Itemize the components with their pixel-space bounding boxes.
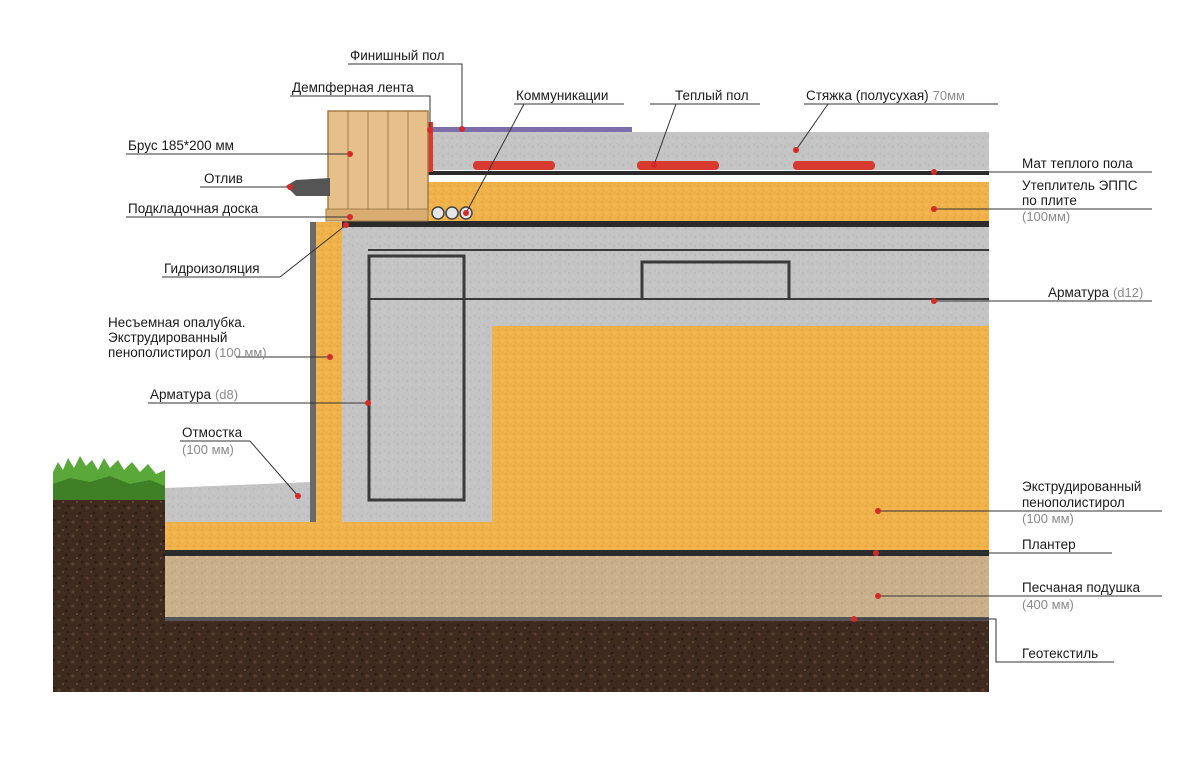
drip-flashing (286, 178, 330, 196)
label-planter: Плантер (1022, 537, 1076, 552)
heating-pipe (793, 161, 875, 170)
label-finish-floor: Финишный пол (350, 48, 444, 63)
label-communications: Коммуникации (516, 88, 608, 103)
rebar-d12-frame (640, 260, 791, 299)
label-formwork-line1: Несъемная опалубка. (108, 315, 246, 330)
label-formwork-line2: Экструдированный (108, 330, 227, 345)
sill-board (325, 208, 429, 222)
label-xps-line1: Экструдированный (1022, 479, 1141, 494)
label-sill-board: Подкладочная доска (128, 201, 259, 216)
label-rebar-d8-text: Арматура (150, 387, 211, 402)
label-screed-text: Стяжка (полусухая) (806, 88, 929, 103)
label-epps-line2: по плите (1022, 193, 1077, 208)
label-xps-size: (100 мм) (1022, 511, 1074, 526)
label-formwork-size: (100 мм) (215, 345, 267, 360)
label-blind-area: Отмостка (182, 425, 243, 440)
label-epps-line1: Утеплитель ЭППС (1022, 178, 1138, 193)
heating-mat-white (428, 175, 989, 181)
heating-mat-layer (428, 171, 989, 175)
waterproofing-layer (342, 221, 989, 227)
label-rebar-d12: Арматура (d12) (1048, 285, 1143, 300)
label-formwork-line3-text: пенополистирол (108, 345, 211, 360)
heating-pipe (637, 161, 719, 170)
grass-dark (53, 476, 165, 500)
communication-pipe (431, 206, 445, 220)
label-waterproofing: Гидроизоляция (164, 261, 260, 276)
damper-tape (428, 122, 433, 172)
formwork-dark-edge (310, 222, 316, 522)
xps-main-block (492, 326, 989, 522)
label-blind-area-size: (100 мм) (182, 442, 234, 457)
label-rebar-d8: Арматура (d8) (150, 387, 238, 402)
label-xps-line2: пенополистирол (1022, 495, 1125, 510)
communication-pipe (445, 206, 459, 220)
label-drip: Отлив (204, 171, 243, 186)
label-rebar-d12-text: Арматура (1048, 285, 1109, 300)
label-rebar-d8-size: (d8) (215, 387, 238, 402)
rebar-d8-stirrup (367, 254, 466, 502)
sand-cushion-layer (165, 556, 989, 618)
label-damper-tape: Демпферная лента (292, 80, 414, 95)
label-screed: Стяжка (полусухая) 70мм (806, 88, 965, 103)
label-warm-floor: Теплый пол (675, 88, 749, 103)
finish-floor-layer (432, 127, 632, 132)
blind-area-concrete (165, 482, 310, 522)
label-rebar-d12-size: (d12) (1113, 285, 1143, 300)
label-beam: Брус 185*200 мм (128, 138, 234, 153)
xps-base-layer (165, 522, 989, 550)
formwork-xps-outer (316, 222, 342, 522)
epps-slab-layer (428, 182, 989, 221)
wooden-beam (327, 110, 429, 212)
label-epps-size: (100мм) (1022, 209, 1070, 224)
label-formwork-line3: пенополистирол (100 мм) (108, 345, 267, 360)
label-heat-mat: Мат теплого пола (1022, 156, 1133, 171)
label-sand-size: (400 мм) (1022, 597, 1074, 612)
label-sand: Песчаная подушка (1022, 580, 1141, 595)
label-geotextile: Геотекстиль (1022, 646, 1098, 661)
geotextile-layer (165, 617, 989, 621)
planter-membrane (165, 550, 989, 556)
label-screed-size: 70мм (933, 88, 965, 103)
leader-dots (287, 126, 937, 622)
heating-pipe (473, 161, 555, 170)
